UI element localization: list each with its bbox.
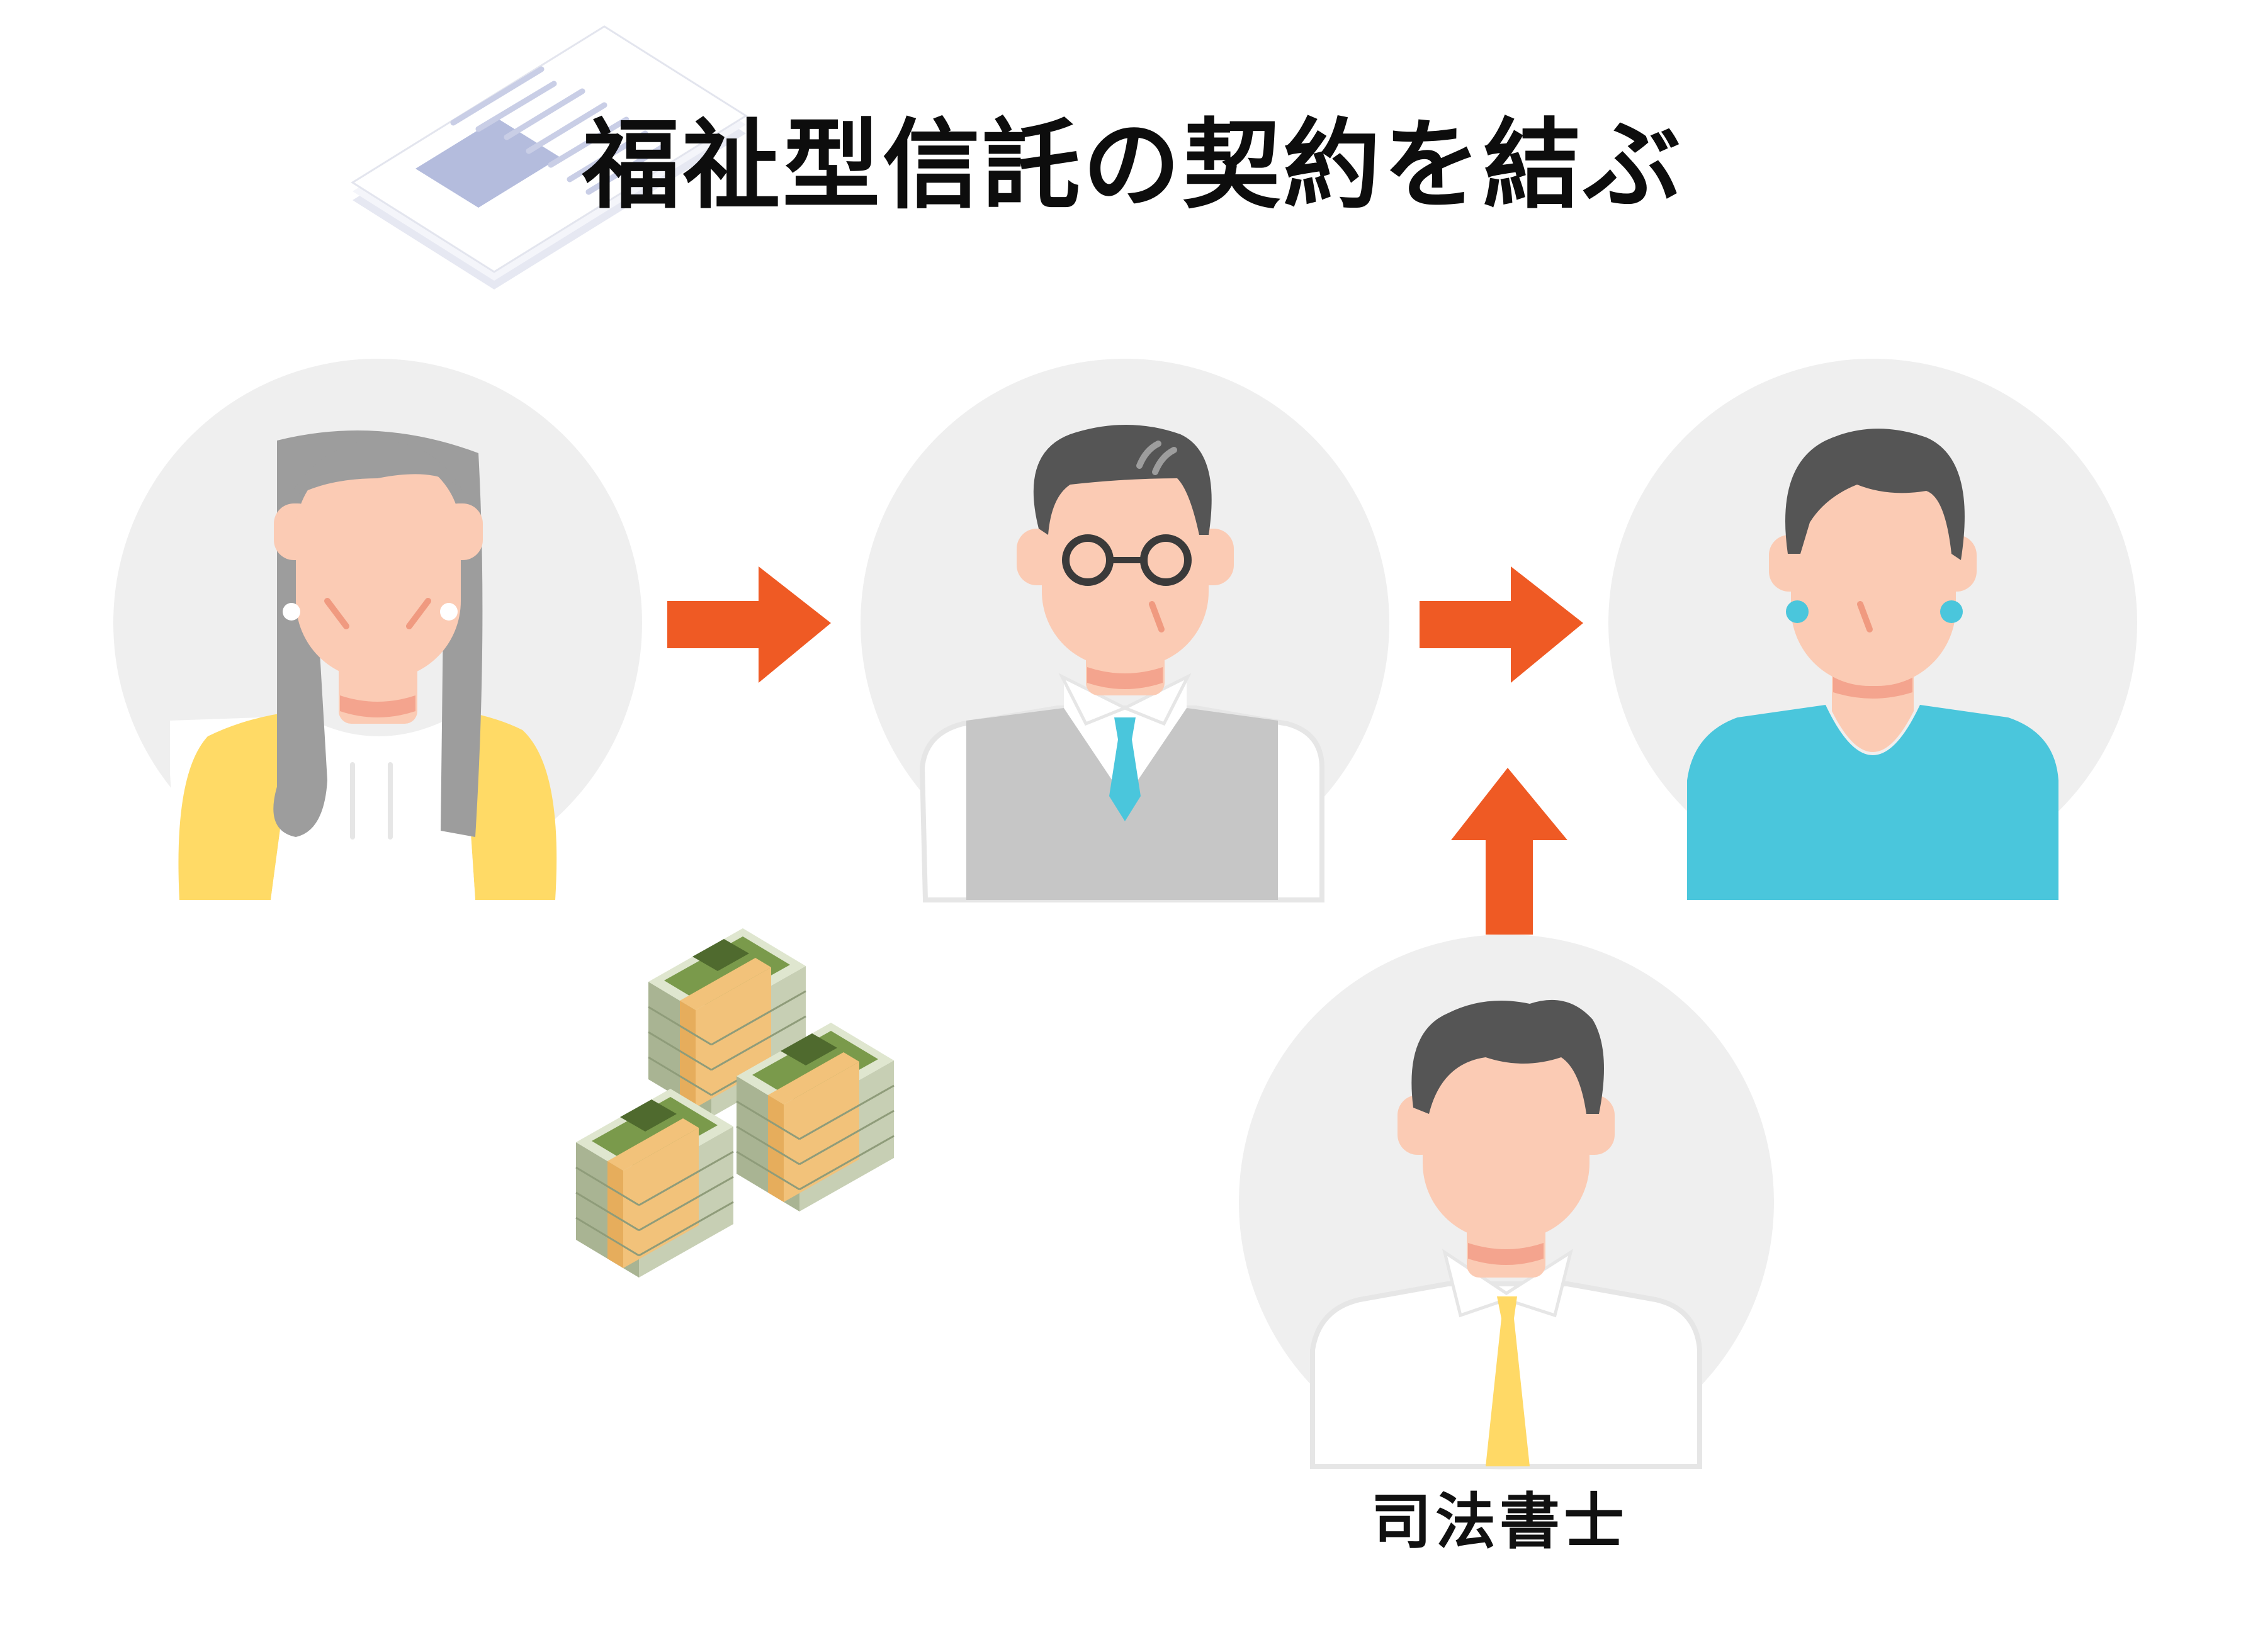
elderly-woman-avatar <box>113 359 642 900</box>
arrow-up-icon <box>1451 768 1567 935</box>
arrow-right-icon <box>1420 566 1583 683</box>
page-title: 福祉型信託の契約を結ぶ <box>582 108 1683 222</box>
judicial-scrivener-avatar <box>1239 935 1774 1469</box>
money-stacks-icon <box>575 928 895 1278</box>
beneficiary-woman-avatar <box>1608 359 2137 900</box>
arrow-right-icon <box>667 566 831 683</box>
document-icon <box>351 25 748 289</box>
judicial-scrivener-label: 司法書士 <box>1371 1486 1628 1557</box>
trustee-man-avatar <box>861 359 1389 902</box>
